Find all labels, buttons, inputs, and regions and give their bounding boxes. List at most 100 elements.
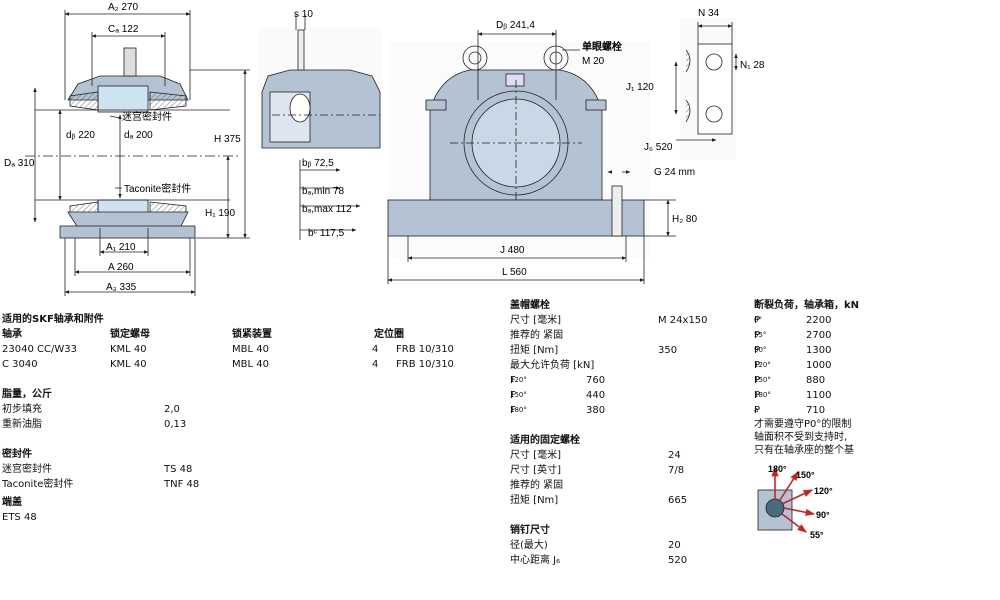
dim-N: N 34	[698, 8, 720, 19]
load-angle: 150°	[510, 391, 527, 399]
table-row: 重新油脂 0,13	[2, 417, 482, 432]
dim-a2: A₂ 270	[108, 2, 138, 13]
load-value: 1100	[806, 390, 832, 401]
load-value: 1300	[806, 345, 832, 356]
dim-H1: H₁ 190	[205, 208, 235, 219]
eyebolt-size: M 20	[582, 56, 605, 67]
load-symbol: F	[510, 405, 516, 416]
load-angle: 180°	[754, 391, 771, 399]
cap-bolt-title: 盖帽螺栓	[510, 300, 550, 311]
cell-locknut: KML 40	[110, 359, 147, 370]
dim-J1: J₁ 120	[626, 82, 654, 93]
note-line: 只有在轴承座的整个基	[754, 445, 854, 456]
dim-bamax: bₐ,max 112	[302, 204, 352, 215]
table-row: 初步填充 2,0	[2, 402, 482, 417]
dim-J: J 480	[500, 245, 525, 256]
load-angle: 55°	[754, 331, 767, 339]
fix-value: 7/8	[668, 465, 685, 476]
load-value: 440	[586, 390, 606, 401]
load-symbol: P	[754, 375, 761, 386]
cell-bearing: 23040 CC/W33	[2, 344, 77, 355]
cap-bolt-table: 盖帽螺栓 尺寸 [毫米]M 24x150 推荐的 紧固 扭矩 [Nm]350 最…	[510, 298, 730, 568]
load-symbol: F	[510, 375, 516, 386]
breaking-load-title: 断裂负荷，轴承箱，kN	[754, 300, 860, 311]
fix-label: 尺寸 [毫米]	[510, 450, 561, 461]
cell-ring: FRB 10/310	[396, 344, 454, 355]
load-symbol: P	[754, 390, 761, 401]
fix-value: 665	[668, 495, 688, 506]
table-row: 尺寸 [毫米]24	[510, 448, 730, 463]
angle-label: 150°	[796, 470, 815, 480]
dim-A3: A₃ 335	[106, 282, 137, 293]
cap-label: 推荐的 紧固	[510, 330, 564, 341]
col-header: 锁紧装置	[232, 329, 272, 340]
table-row: 径(最大)20	[510, 538, 730, 553]
fix-label: 推荐的 紧固	[510, 480, 564, 491]
seal-label: 迷宫密封件	[2, 464, 52, 475]
dim-Da: Dₐ 310	[4, 158, 35, 169]
technical-drawing: A₂ 270 Cₐ 122 dᵦ 220 dₐ 200 Dₐ 310 H 375…	[4, 2, 765, 296]
side-section-view	[258, 14, 382, 240]
cap-value: M 24x150	[658, 315, 708, 326]
eyebolt-title: 单眼螺栓	[582, 40, 622, 53]
front-view	[387, 30, 676, 284]
cell-qty: 4	[372, 344, 379, 355]
cap-label: 尺寸 [毫米]	[510, 315, 561, 326]
dim-bb: bᵦ 72,5	[302, 158, 334, 169]
dim-db: dᵦ 220	[66, 130, 95, 141]
endcap-title: 端盖	[2, 497, 22, 508]
angle-label: 55°	[810, 530, 824, 540]
taconite-seal-label: Taconite密封件	[124, 182, 191, 195]
cap-label: 最大允许负荷 [kN]	[510, 360, 595, 371]
load-symbol: P	[754, 360, 761, 371]
cell-lock: MBL 40	[232, 344, 269, 355]
fix-label: 扭矩 [Nm]	[510, 495, 559, 506]
dim-bamin: bₐ,min 78	[302, 186, 345, 197]
shaft-icon	[765, 498, 785, 518]
endcap-value: ETS 48	[2, 512, 37, 523]
angle-label: 90°	[816, 510, 830, 520]
labyrinth-seal-label: 迷宫密封件	[122, 110, 172, 123]
load-angle: 150°	[754, 376, 771, 384]
seal-label: Taconite密封件	[2, 479, 74, 490]
dim-G: G 24 mm	[654, 167, 695, 178]
load-angle: 90°	[754, 346, 767, 354]
note-line: 轴面积不受到支持时,	[754, 432, 848, 443]
table-row: 尺寸 [毫米] M 24x150	[510, 313, 730, 328]
table-row: 推荐的 紧固	[510, 478, 730, 493]
fixing-bolt-title: 适用的固定螺栓	[510, 435, 580, 446]
load-direction-diagram: 180° 150° 120° 90° 55°	[757, 464, 833, 540]
dim-H2: H₂ 80	[672, 214, 697, 225]
note-line: 才需要遵守P0°的限制	[754, 419, 852, 430]
load-value: 710	[806, 405, 826, 416]
dim-J6: J₆ 520	[644, 142, 673, 153]
dim-bc: bᶜ 117,5	[308, 228, 345, 239]
table-row: 最大允许负荷 [kN]	[510, 358, 730, 373]
load-value: 2700	[806, 330, 832, 341]
cell-lock: MBL 40	[232, 359, 269, 370]
table-row: 推荐的 紧固	[510, 328, 730, 343]
load-symbol: F	[510, 390, 516, 401]
cell-ring: FRB 10/310	[396, 359, 454, 370]
pin-label: 中心距离 J₆	[510, 555, 561, 566]
col-header: 轴承	[2, 329, 22, 340]
section-view	[25, 10, 250, 296]
bearing-accessories-table: 适用的SKF轴承和附件 轴承 锁定螺母 锁紧装置 定位圈 23040 CC/W3…	[2, 312, 482, 525]
load-value: 380	[586, 405, 606, 416]
load-symbol: P	[754, 315, 761, 326]
fix-label: 尺寸 [英寸]	[510, 465, 561, 476]
grease-value: 2,0	[164, 404, 180, 415]
dim-ca: Cₐ 122	[108, 24, 139, 35]
load-arrows	[771, 466, 816, 533]
table-row: Taconite密封件 TNF 48	[2, 477, 482, 492]
seal-value: TNF 48	[164, 479, 200, 490]
col-header: 锁定螺母	[110, 329, 150, 340]
pin-value: 20	[668, 540, 681, 551]
load-angle: 0°	[754, 316, 762, 324]
load-value: 1000	[806, 360, 832, 371]
